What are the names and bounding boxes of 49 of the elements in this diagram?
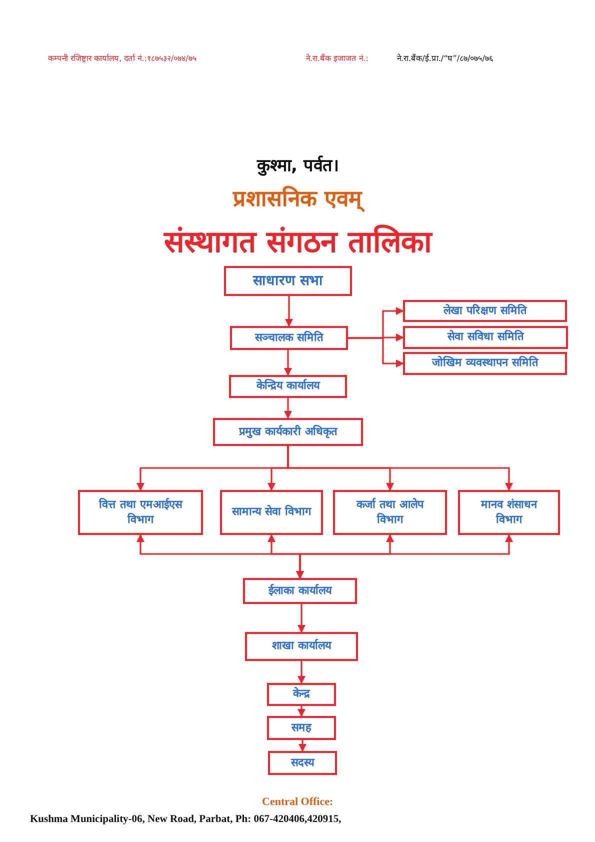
org-box bbox=[78, 490, 203, 535]
unit-name: प्रमुख कार्यकारी अधिकृत bbox=[239, 424, 337, 440]
unit-name: समह bbox=[292, 720, 312, 736]
title-text: संस्थागत संगठन तालिका bbox=[164, 224, 432, 261]
unit-name: सामान्य सेवा विभाग bbox=[232, 505, 311, 520]
arrow bbox=[298, 604, 306, 633]
org-box bbox=[268, 751, 337, 775]
org-box bbox=[229, 375, 347, 398]
org-box bbox=[213, 418, 363, 446]
org-box bbox=[267, 716, 336, 740]
arrow bbox=[348, 337, 404, 368]
unit-name: केन्द्र bbox=[293, 687, 310, 702]
org-box bbox=[267, 683, 336, 706]
org-box bbox=[245, 632, 358, 661]
unit-name: शाखा कार्यालय bbox=[272, 639, 331, 654]
unit-name: लेखा परिक्षण समिति bbox=[444, 304, 526, 318]
org-box bbox=[220, 490, 323, 535]
org-box bbox=[333, 490, 447, 535]
unit-name: ईलाका कार्यालय bbox=[268, 584, 332, 598]
arrow bbox=[287, 446, 513, 491]
org-box bbox=[230, 326, 348, 350]
unit-name: मानव शंसाधन विभाग bbox=[480, 498, 538, 528]
registration-note: कम्पनी रजिष्ट्रार कार्यालय, दर्ता नं.:१८७५३२/०७४/७५ bbox=[48, 52, 196, 63]
arrow bbox=[298, 661, 306, 684]
unit-name: कर्जा तथा आलेप विभाग bbox=[355, 498, 426, 528]
unit-name: सञ्चालक समिति bbox=[255, 330, 323, 346]
org-box bbox=[224, 266, 352, 296]
unit-name: जोखिम व्यवस्थापन समिति bbox=[432, 356, 538, 371]
org-box bbox=[403, 326, 568, 349]
unit-name: सेवा सविधा समिति bbox=[448, 330, 524, 345]
arrow bbox=[285, 296, 293, 327]
arrow bbox=[284, 398, 292, 419]
arrow bbox=[296, 534, 513, 579]
arrow bbox=[298, 706, 306, 717]
license-label: ने.रा.बैंक इजाजत नं.: bbox=[306, 52, 368, 63]
address-text: Kushma Municipality-06, New Road, Parbat, Ph: 067-420406,420915, bbox=[30, 814, 342, 825]
location-text: कुश्मा, पर्वत। bbox=[257, 154, 338, 176]
org-box bbox=[243, 578, 357, 604]
org-box bbox=[403, 300, 567, 322]
unit-name: वित्त तथा एमआईएस विभाग bbox=[98, 498, 184, 528]
arrow bbox=[284, 350, 292, 376]
unit-name: साधारण सभा bbox=[253, 272, 323, 290]
arrow bbox=[298, 740, 306, 752]
org-box bbox=[403, 352, 567, 375]
org-box bbox=[458, 490, 560, 535]
license-number: ने.रा.बैंक/ई.प्रा./“घ”/८७/०७५/७६ bbox=[397, 52, 493, 63]
unit-name: सदस्य bbox=[291, 756, 314, 770]
office-heading: Central Office: bbox=[262, 796, 334, 808]
unit-name: केन्द्रिय कार्यालय bbox=[256, 379, 320, 394]
